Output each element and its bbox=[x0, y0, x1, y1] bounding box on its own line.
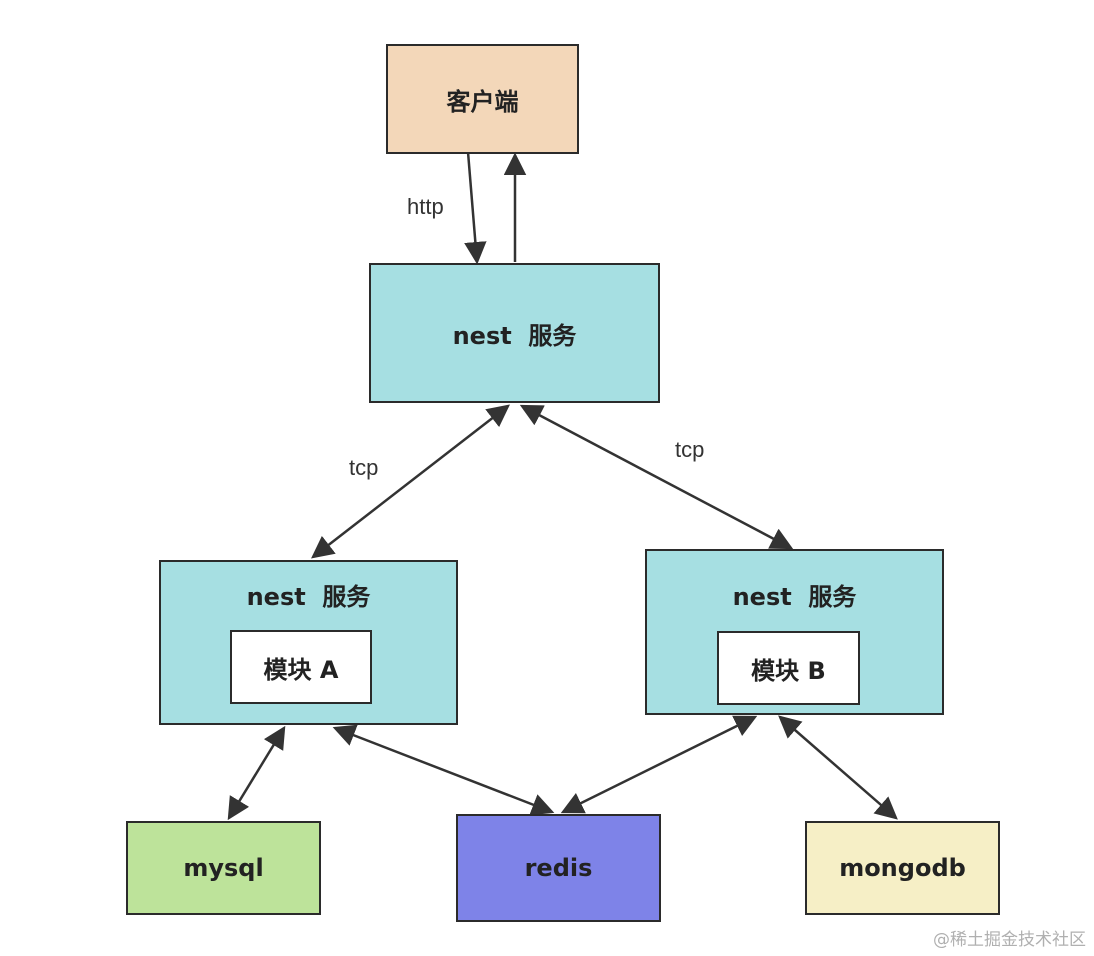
edge-client-to-gateway bbox=[464, 151, 487, 265]
edge-gateway-service-b bbox=[519, 404, 794, 550]
tcp-right-label: tcp bbox=[675, 437, 705, 462]
module-b-box: 模块 B bbox=[717, 631, 860, 705]
redis-label: redis bbox=[524, 854, 593, 882]
mongodb-node: mongodb bbox=[805, 821, 1000, 915]
service-b-label: nest 服务 bbox=[732, 583, 857, 611]
edge-service-a-mysql bbox=[227, 725, 286, 821]
gateway-service-node: nest 服务 bbox=[369, 263, 660, 403]
edge-service-b-mongodb bbox=[778, 715, 898, 820]
redis-node: redis bbox=[456, 814, 661, 922]
client-node: 客户端 bbox=[386, 44, 579, 154]
service-a-label: nest 服务 bbox=[246, 583, 371, 611]
edge-gateway-service-a bbox=[311, 404, 510, 559]
http-label: http bbox=[407, 194, 444, 219]
service-b-node: nest 服务 模块 B bbox=[645, 549, 944, 715]
mysql-node: mysql bbox=[126, 821, 321, 915]
client-label: 客户端 bbox=[446, 87, 519, 116]
module-b-label: 模块 B bbox=[751, 656, 826, 685]
edge-service-a-redis bbox=[332, 724, 555, 816]
gateway-service-label: nest 服务 bbox=[452, 321, 577, 350]
module-a-box: 模块 A bbox=[230, 630, 372, 704]
tcp-left-label: tcp bbox=[349, 455, 379, 480]
watermark: @稀土掘金技术社区 bbox=[933, 930, 1086, 950]
mysql-label: mysql bbox=[183, 854, 264, 882]
mongodb-label: mongodb bbox=[839, 854, 966, 882]
service-a-node: nest 服务 模块 A bbox=[159, 560, 458, 725]
module-a-label: 模块 A bbox=[263, 655, 339, 684]
edge-service-b-redis bbox=[560, 715, 758, 814]
